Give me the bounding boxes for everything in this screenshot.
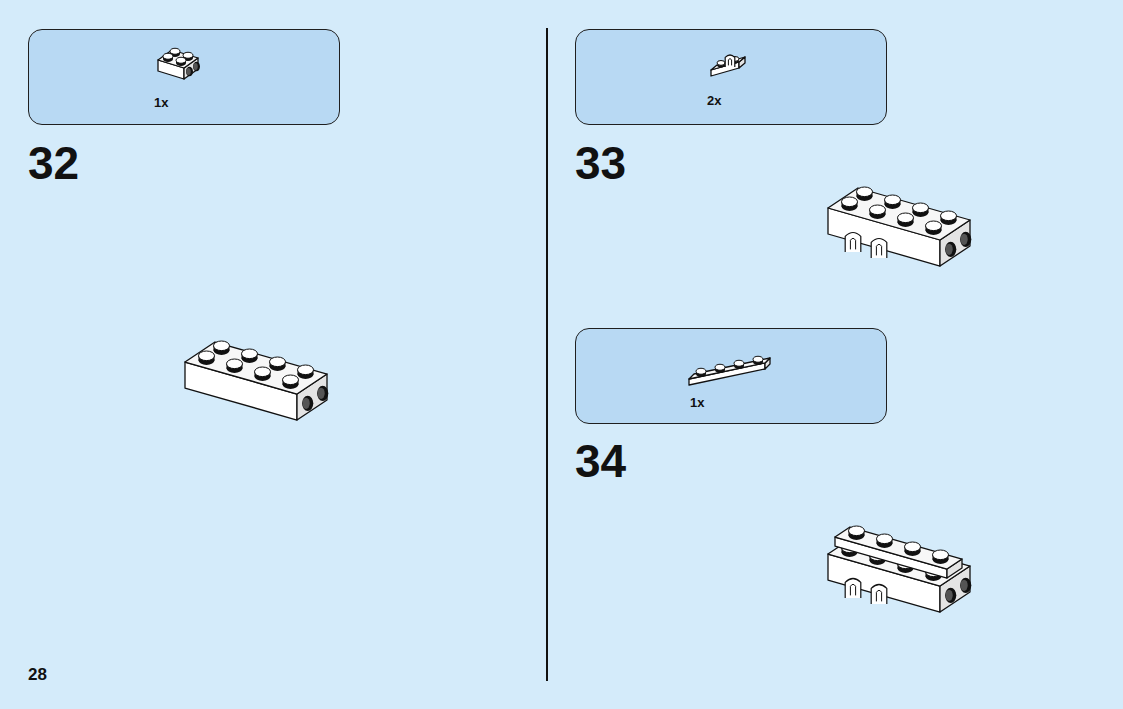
clip-slot (850, 238, 855, 249)
side-stud (960, 578, 971, 593)
stud-top (227, 359, 243, 369)
clip (871, 585, 887, 605)
stud-top (214, 341, 230, 351)
side-stud (302, 396, 313, 411)
clip-slot (728, 59, 731, 66)
step-number: 33 (575, 140, 626, 186)
brick (689, 356, 770, 385)
clip (871, 239, 887, 259)
step-number: 34 (575, 438, 626, 484)
clip (845, 579, 861, 599)
brick-models (185, 187, 971, 612)
brick-top (828, 188, 970, 240)
brick-front (185, 362, 297, 420)
stud-top (905, 542, 921, 552)
brick-front (689, 363, 765, 385)
brick (185, 341, 328, 420)
clip-slot (850, 584, 855, 595)
side-stud (960, 232, 971, 247)
stud-top (849, 526, 865, 536)
stud-top (753, 356, 763, 362)
stud-top (913, 203, 929, 213)
clip (845, 233, 861, 253)
stud-top (734, 360, 744, 366)
side-stud (318, 388, 325, 399)
brick-top (185, 342, 327, 394)
stud-top (270, 357, 286, 367)
stud-top (242, 349, 258, 359)
clip-slot (876, 590, 881, 601)
stud-top (298, 365, 314, 375)
side-stud (961, 234, 968, 245)
parts-callout-box: 1x (575, 328, 887, 424)
brick-top (835, 527, 962, 569)
stud-top (199, 351, 215, 361)
stud-top (696, 368, 706, 374)
side-stud (945, 242, 956, 257)
brick (158, 48, 200, 79)
clip-slot (876, 244, 881, 255)
stud-top (933, 550, 949, 560)
side-stud (186, 68, 191, 75)
stud-top (941, 211, 957, 221)
side-stud (193, 63, 198, 70)
parts-callout-box: 2x (575, 29, 887, 125)
side-stud (193, 62, 200, 72)
stud-top (170, 48, 180, 54)
stud-top (715, 364, 725, 370)
brick (835, 526, 962, 578)
brick-front (828, 208, 940, 266)
part-quantity: 1x (690, 396, 704, 409)
part-quantity: 2x (707, 94, 721, 107)
side-stud (186, 67, 193, 77)
stud-top (885, 195, 901, 205)
stud-top (183, 52, 193, 58)
stud-top (176, 57, 186, 63)
side-stud (303, 398, 310, 409)
stud-top (842, 197, 858, 207)
stud-top (877, 534, 893, 544)
stud-top (857, 187, 873, 197)
parts-callout-box: 1x (28, 29, 340, 125)
side-stud (961, 580, 968, 591)
stud-top (255, 367, 271, 377)
stud-top (163, 53, 173, 59)
step-number: 32 (28, 140, 79, 186)
side-stud (946, 244, 953, 255)
side-stud (317, 386, 328, 401)
brick (828, 187, 971, 266)
part-icon (576, 30, 888, 126)
stud-top (283, 375, 299, 385)
part-quantity: 1x (154, 96, 168, 109)
stud-top (717, 61, 725, 66)
side-stud (945, 588, 956, 603)
page-divider (546, 28, 548, 681)
stud-top (870, 205, 886, 215)
stud-top (898, 213, 914, 223)
part-icon (576, 329, 888, 425)
page-number: 28 (28, 666, 47, 683)
part-icon (29, 30, 341, 126)
stud-top (926, 221, 942, 231)
clip (725, 55, 735, 67)
side-stud (946, 590, 953, 601)
